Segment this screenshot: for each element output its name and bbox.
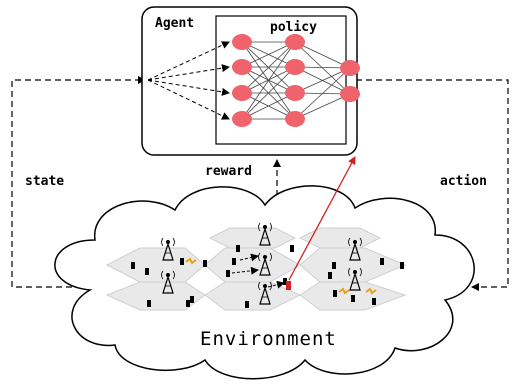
mobile-device-icon xyxy=(351,295,355,302)
wireless-link-icon xyxy=(185,257,197,265)
base-station-icon xyxy=(348,267,362,291)
mobile-device-icon xyxy=(232,258,236,265)
mobile-device-icon xyxy=(332,262,336,269)
network-edge xyxy=(294,41,351,69)
wireless-link-icons xyxy=(185,257,377,295)
network-edge xyxy=(294,41,351,95)
network-edge xyxy=(294,67,351,94)
mobile-device-icon xyxy=(380,258,384,265)
mobile-device-icon xyxy=(236,245,240,252)
network-node xyxy=(340,60,360,76)
mobile-device-icon xyxy=(328,272,332,279)
mobile-device-icon xyxy=(283,278,287,285)
state-input-arrows xyxy=(147,41,230,120)
mobile-device-icon xyxy=(145,268,149,275)
network-edge xyxy=(294,67,351,120)
network-node xyxy=(285,111,305,127)
mobile-device-icon xyxy=(290,245,294,252)
network-edge xyxy=(241,66,296,120)
base-station-icon xyxy=(258,252,272,276)
mobile-devices xyxy=(131,245,404,308)
highlight-arrow xyxy=(288,156,356,281)
base-station-icon xyxy=(258,281,272,305)
network-edge xyxy=(241,92,296,120)
reward-label: reward xyxy=(205,164,252,179)
base-station-icon xyxy=(161,237,175,261)
wireless-link-icon xyxy=(365,287,377,295)
network-node xyxy=(232,111,252,127)
mobile-device-icon xyxy=(245,301,249,308)
network-node xyxy=(285,85,305,101)
network-node xyxy=(285,34,305,50)
network-node xyxy=(340,86,360,102)
mobile-device-icon xyxy=(186,300,190,307)
base-station-icon xyxy=(161,270,175,294)
network-node xyxy=(232,85,252,101)
network-node xyxy=(285,59,305,75)
base-station-icon xyxy=(258,222,272,246)
agent-label: Agent xyxy=(155,16,194,31)
mobile-device-icon xyxy=(147,300,151,307)
base-stations xyxy=(161,222,362,305)
action-label: action xyxy=(440,174,487,189)
mobile-device-icon xyxy=(203,260,207,267)
state-label: state xyxy=(25,174,64,189)
policy-label: policy xyxy=(270,20,317,35)
network-edge xyxy=(241,41,296,68)
network-node xyxy=(232,59,252,75)
selected-device xyxy=(286,281,291,290)
network-edges xyxy=(241,41,351,120)
base-station-icon xyxy=(348,237,362,261)
network-edge xyxy=(241,41,296,120)
wireless-link-icon xyxy=(338,287,350,295)
network-nodes xyxy=(232,34,360,127)
mobile-device-icon xyxy=(372,298,376,305)
network-edge xyxy=(241,41,296,94)
mobile-device-icon xyxy=(180,258,184,265)
mobile-device-icon xyxy=(190,296,194,303)
environment-label: Environment xyxy=(200,328,337,350)
mobile-device-icon xyxy=(400,262,404,269)
action-loop-line xyxy=(356,79,509,291)
network-edge xyxy=(294,93,351,120)
network-node xyxy=(232,34,252,50)
mobile-device-icon xyxy=(226,270,230,277)
ground-tiles xyxy=(105,227,407,311)
device-link-arrows xyxy=(231,253,285,289)
mobile-device-icon xyxy=(131,262,135,269)
mobile-device-icon xyxy=(333,290,337,297)
state-loop-line xyxy=(11,76,146,288)
